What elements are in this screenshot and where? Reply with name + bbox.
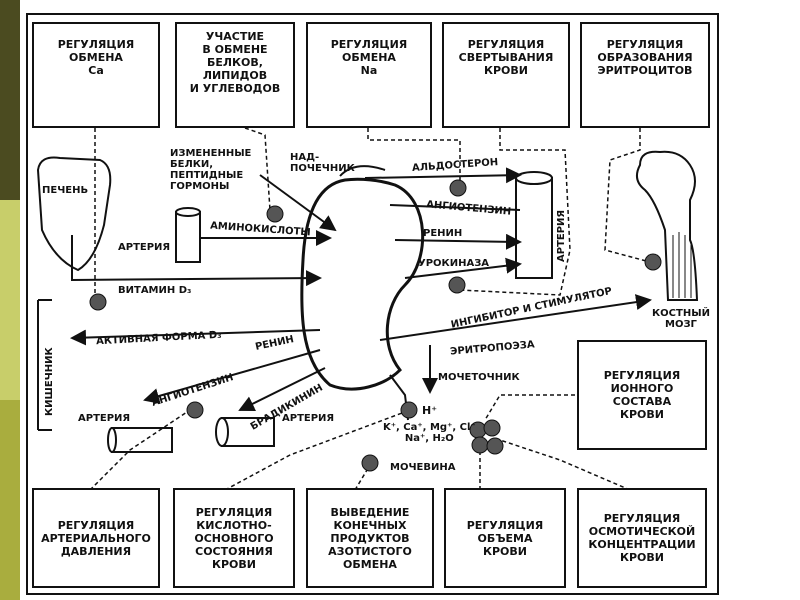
label-vitamin-d3: ВИТАМИН D₃: [118, 285, 192, 296]
arrow-urokinase: [404, 257, 522, 279]
label-artery-bottom-left: АРТЕРИЯ: [78, 413, 131, 424]
label-bone-marrow: КОСТНЫЙ МОЗГ: [652, 308, 710, 330]
box-pressure-regulation: РЕГУЛЯЦИЯ АРТЕРИАЛЬНОГО ДАВЛЕНИЯ: [32, 488, 160, 588]
dot-marker: [400, 401, 418, 419]
decor-strip-dark: [0, 0, 20, 200]
box-erythrocyte-regulation: РЕГУЛЯЦИЯ ОБРАЗОВАНИЯ ЭРИТРОЦИТОВ: [580, 22, 710, 128]
intestine-shape: [37, 299, 52, 431]
label-h-ion: H⁺: [422, 404, 438, 417]
dot-marker: [644, 253, 662, 271]
box-ca-regulation: РЕГУЛЯЦИЯ ОБМЕНА Ca: [32, 22, 160, 128]
artery-cylinder-right: [515, 171, 553, 279]
arrow-angiotensin-left: [143, 349, 321, 404]
dot-marker: [361, 454, 379, 472]
dot-marker: [449, 179, 467, 197]
box-na-regulation: РЕГУЛЯЦИЯ ОБМЕНА Na: [306, 22, 432, 128]
dot-marker: [89, 293, 107, 311]
dot-marker: [483, 419, 501, 437]
arrow-modified-proteins: [259, 174, 337, 232]
connector-na: [367, 128, 461, 185]
arrow-bradykinin: [238, 367, 326, 411]
label-renin-right: РЕНИН: [423, 228, 463, 239]
connector-acidbase: [224, 409, 411, 491]
label-adrenal: НАД- ПОЧЕЧНИК: [290, 152, 355, 174]
arrow-vitamin-d: [71, 235, 322, 287]
liver-shape: [36, 156, 112, 272]
label-artery-vertical: АРТЕРИЯ: [556, 209, 567, 262]
label-urokinase: УРОКИНАЗА: [418, 258, 490, 269]
label-urea: МОЧЕВИНА: [390, 462, 456, 473]
arrow-angiotensin-right: [389, 204, 521, 211]
dot-marker: [186, 401, 204, 419]
bone-shape: [635, 150, 699, 301]
adrenal-gland-shape: [339, 165, 386, 177]
connector-ionic: [484, 394, 575, 421]
arrow-renin-right: [394, 233, 522, 250]
arrow-active-d3: [70, 329, 321, 346]
arrow-inhibitor: [379, 294, 652, 341]
box-osmotic-regulation: РЕГУЛЯЦИЯ ОСМОТИЧЕСКОЙ КОНЦЕНТРАЦИИ КРОВ…: [577, 488, 707, 588]
decor-strip-light: [0, 200, 20, 400]
decor-strip-mid: [0, 400, 20, 600]
dot-marker: [486, 437, 504, 455]
label-ions: K⁺, Ca⁺, Mg⁺, Cl⁻ Na⁺, H₂O: [383, 422, 476, 444]
arrow-aldosterone: [364, 167, 522, 184]
box-metabolism-participation: УЧАСТИЕ В ОБМЕНЕ БЕЛКОВ, ЛИПИДОВ И УГЛЕВ…: [175, 22, 295, 128]
kidney-shape: [300, 177, 425, 391]
connector-erythro: [604, 128, 651, 263]
label-artery-bottom-right: АРТЕРИЯ: [282, 413, 335, 424]
connector-metabolism: [244, 127, 271, 211]
dot-marker: [448, 276, 466, 294]
box-ionic-regulation: РЕГУЛЯЦИЯ ИОННОГО СОСТАВА КРОВИ: [577, 340, 707, 450]
box-nitrogen-excretion: ВЫВЕДЕНИЕ КОНЕЧНЫХ ПРОДУКТОВ АЗОТИСТОГО …: [306, 488, 434, 588]
diagram-frame: [26, 13, 719, 595]
label-ureter: МОЧЕТОЧНИК: [438, 372, 520, 383]
artery-cylinder-bottom-left: [107, 427, 173, 453]
dot-marker: [266, 205, 284, 223]
artery-cylinder-left: [175, 207, 201, 263]
connector-pressure: [89, 409, 191, 491]
box-volume-regulation: РЕГУЛЯЦИЯ ОБЪЕМА КРОВИ: [444, 488, 566, 588]
box-acidbase-regulation: РЕГУЛЯЦИЯ КИСЛОТНО- ОСНОВНОГО СОСТОЯНИЯ …: [173, 488, 295, 588]
label-intestine: КИШЕЧНИК: [44, 347, 55, 416]
label-liver: ПЕЧЕНЬ: [42, 185, 89, 196]
label-modified-proteins: ИЗМЕНЕННЫЕ БЕЛКИ, ПЕПТИДНЫЕ ГОРМОНЫ: [170, 148, 252, 192]
label-artery-left: АРТЕРИЯ: [118, 242, 171, 253]
box-coagulation-regulation: РЕГУЛЯЦИЯ СВЕРТЫВАНИЯ КРОВИ: [442, 22, 570, 128]
bone-marrow-hatch: [672, 232, 692, 298]
artery-cylinder-bottom-right: [215, 417, 275, 447]
